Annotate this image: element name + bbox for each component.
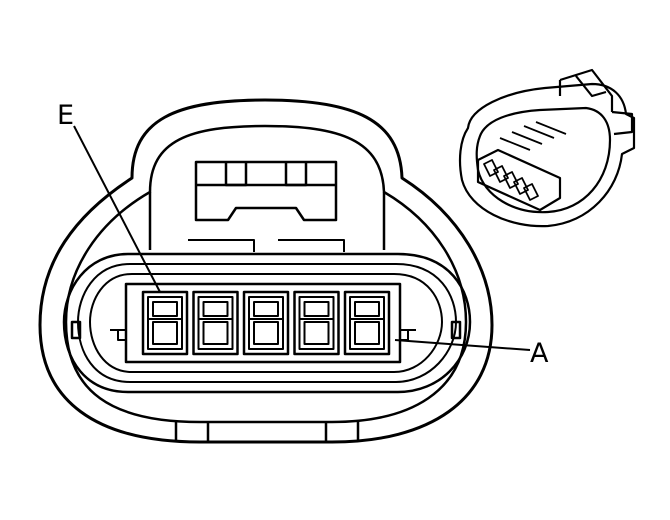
callout-label-a: A: [530, 338, 549, 369]
terminal-cavity-outline: [242, 290, 290, 356]
terminal-cavity: [242, 290, 290, 356]
connector-body: [38, 98, 494, 444]
housing-inner-outline: [64, 124, 468, 424]
latch-ribs: [188, 239, 345, 252]
latch-window-right: [284, 162, 308, 187]
terminal-cavity: [293, 290, 340, 356]
terminal-cavity-outline: [248, 296, 284, 350]
seal-ring-middle: [77, 263, 457, 383]
terminal-cavity-outline: [152, 301, 178, 317]
terminal-cavity-outline: [253, 301, 279, 317]
iso-ribs: [499, 121, 567, 151]
housing-outer-outline: [38, 98, 494, 444]
callout-leaders: [73, 125, 531, 351]
terminal-cavity-outline: [349, 296, 385, 350]
terminal-cavity-outline: [303, 301, 330, 317]
iso-side-latch: [611, 110, 634, 136]
leader-line-e: [73, 125, 161, 293]
terminal-frame: [124, 282, 402, 364]
terminal-cavity-outline: [152, 321, 178, 345]
terminal-cavities: [141, 290, 391, 356]
terminal-cavity: [343, 290, 391, 356]
side-rib-right: [450, 320, 462, 340]
terminal-cavity-outline: [343, 290, 391, 356]
terminal-cavity-outline: [202, 301, 229, 317]
terminal-cavity-outline: [354, 321, 380, 345]
terminal-cavity-outline: [303, 321, 330, 345]
terminal-cavity-outline: [298, 296, 335, 350]
latch-shroud: [148, 192, 386, 250]
terminal-cavity: [192, 290, 239, 356]
terminal-cavity-outline: [147, 296, 183, 350]
terminal-cavity: [141, 290, 189, 356]
callout-label-e: E: [57, 100, 74, 131]
iso-housing-inner: [475, 106, 612, 214]
terminal-cavity-outline: [253, 321, 279, 345]
seal-ring-inner: [89, 273, 443, 373]
terminal-cavity-outline: [192, 290, 239, 356]
side-rib-left: [70, 320, 82, 340]
terminal-cavity-outline: [141, 290, 189, 356]
seal-ring-outer: [62, 252, 472, 394]
iso-terminal-block: [476, 148, 562, 212]
latch-window-left: [224, 162, 248, 187]
terminal-cavity-outline: [293, 290, 340, 356]
iso-housing-outline: [458, 82, 636, 228]
bottom-tab-left: [174, 422, 210, 442]
leader-line-a: [394, 339, 531, 351]
iso-latch: [558, 68, 614, 112]
terminal-cavity-outline: [197, 296, 234, 350]
terminal-cavity-outline: [354, 301, 380, 317]
iso-terminal-cavities: [483, 159, 539, 201]
bottom-tab-right: [324, 422, 360, 442]
connector-isometric-view: [458, 68, 636, 228]
terminal-cavity-outline: [202, 321, 229, 345]
key-slots: [110, 329, 416, 341]
latch-tab: [194, 160, 338, 222]
